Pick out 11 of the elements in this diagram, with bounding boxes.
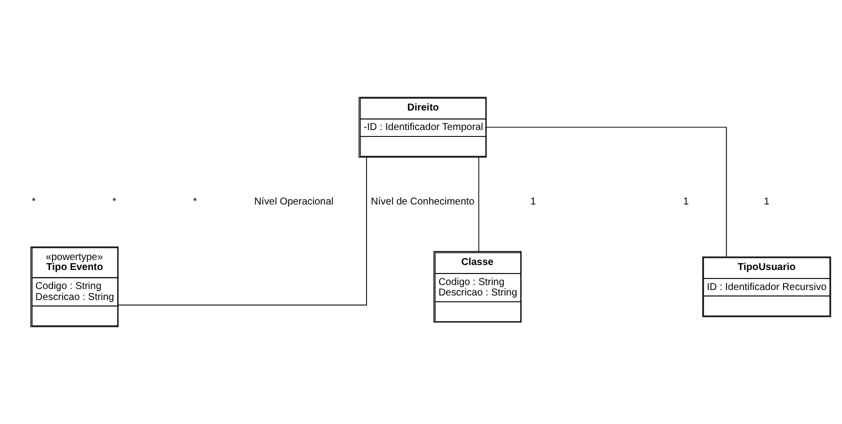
label: 1	[764, 196, 770, 208]
label: Nível de Conhecimento	[370, 196, 474, 208]
label: 1	[683, 196, 689, 208]
label: 1	[530, 196, 536, 208]
label: Nível Operacional	[254, 196, 334, 208]
connector	[118, 157, 367, 306]
label: *	[32, 196, 36, 208]
label: *	[193, 196, 197, 208]
connector	[486, 126, 727, 258]
connector	[478, 156, 480, 252]
label: *	[112, 196, 116, 208]
